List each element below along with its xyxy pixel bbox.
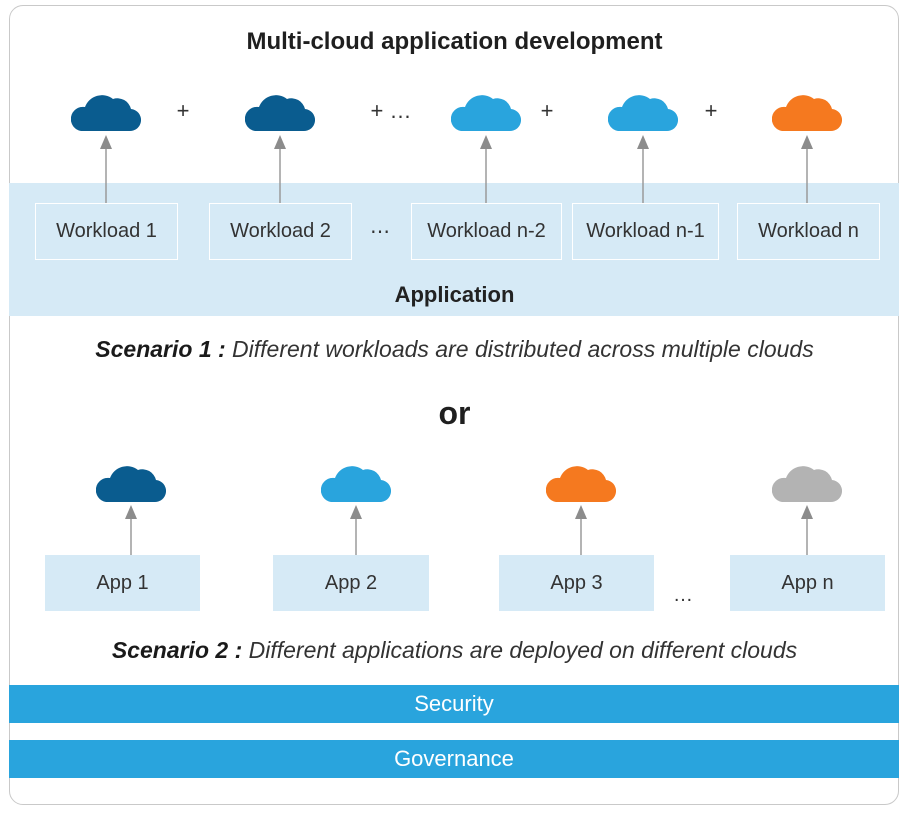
cloud-shape [245, 95, 315, 132]
app-box-2: App 2 [273, 555, 429, 611]
cloud-shape [546, 466, 616, 503]
app-box-1: App 1 [45, 555, 200, 611]
scenario-2-heading: Scenario 2 : [111, 637, 243, 663]
diagram-frame [9, 5, 899, 805]
workload-box-1: Workload 1 [35, 203, 178, 260]
arrow-icon [575, 505, 587, 555]
operator-3: + [540, 98, 554, 123]
or-separator: or [438, 395, 471, 431]
workload-box-n-1: Workload n-1 [572, 203, 719, 260]
cloud-icon-app-2 [321, 466, 391, 503]
cloud-shape [96, 466, 166, 503]
arrow-icon [274, 135, 286, 203]
app-box-n: App n [730, 555, 885, 611]
application-label: Application [394, 282, 515, 307]
scenario-1-description: Different workloads are distributed acro… [225, 336, 814, 362]
workload-box-n-2: Workload n-2 [411, 203, 562, 260]
security-bar: Security [9, 685, 899, 723]
arrow-icon [350, 505, 362, 555]
cloud-icon-app-n [772, 466, 842, 503]
scenario-1-heading: Scenario 1 : [95, 336, 226, 362]
cloud-shape [71, 95, 141, 132]
scenario-1-caption: Scenario 1 : Different workloads are dis… [0, 336, 909, 363]
cloud-shape [608, 95, 678, 132]
cloud-icon-workload-n [772, 95, 842, 132]
cloud-shape [321, 466, 391, 503]
cloud-icon-workload-n-1 [608, 95, 678, 132]
app-box-3: App 3 [499, 555, 654, 611]
cloud-shape [772, 95, 842, 132]
operator-4: + [704, 98, 718, 123]
arrow-icon [801, 135, 813, 203]
cloud-shape [451, 95, 521, 132]
cloud-icon-app-3 [546, 466, 616, 503]
governance-bar: Governance [9, 740, 899, 778]
arrow-icon [480, 135, 492, 203]
workload-box-n: Workload n [737, 203, 880, 260]
cloud-icon-workload-n-2 [451, 95, 521, 132]
operator-1: + [176, 98, 190, 123]
cloud-icon-app-1 [96, 466, 166, 503]
scenario-2-caption: Scenario 2 : Different applications are … [0, 637, 909, 664]
cloud-icon-workload-2 [245, 95, 315, 132]
arrow-icon [637, 135, 649, 203]
diagram-title: Multi-cloud application development [246, 28, 663, 55]
arrow-icon [801, 505, 813, 555]
scenario-2-description: Different applications are deployed on d… [242, 637, 798, 663]
cloud-icon-workload-1 [71, 95, 141, 132]
arrow-icon [125, 505, 137, 555]
cloud-shape [772, 466, 842, 503]
arrow-icon [100, 135, 112, 203]
app-ellipsis: … [673, 584, 693, 606]
operator-2: + … [370, 98, 412, 123]
workload-ellipsis: ⋯ [370, 221, 390, 243]
workload-box-2: Workload 2 [209, 203, 352, 260]
